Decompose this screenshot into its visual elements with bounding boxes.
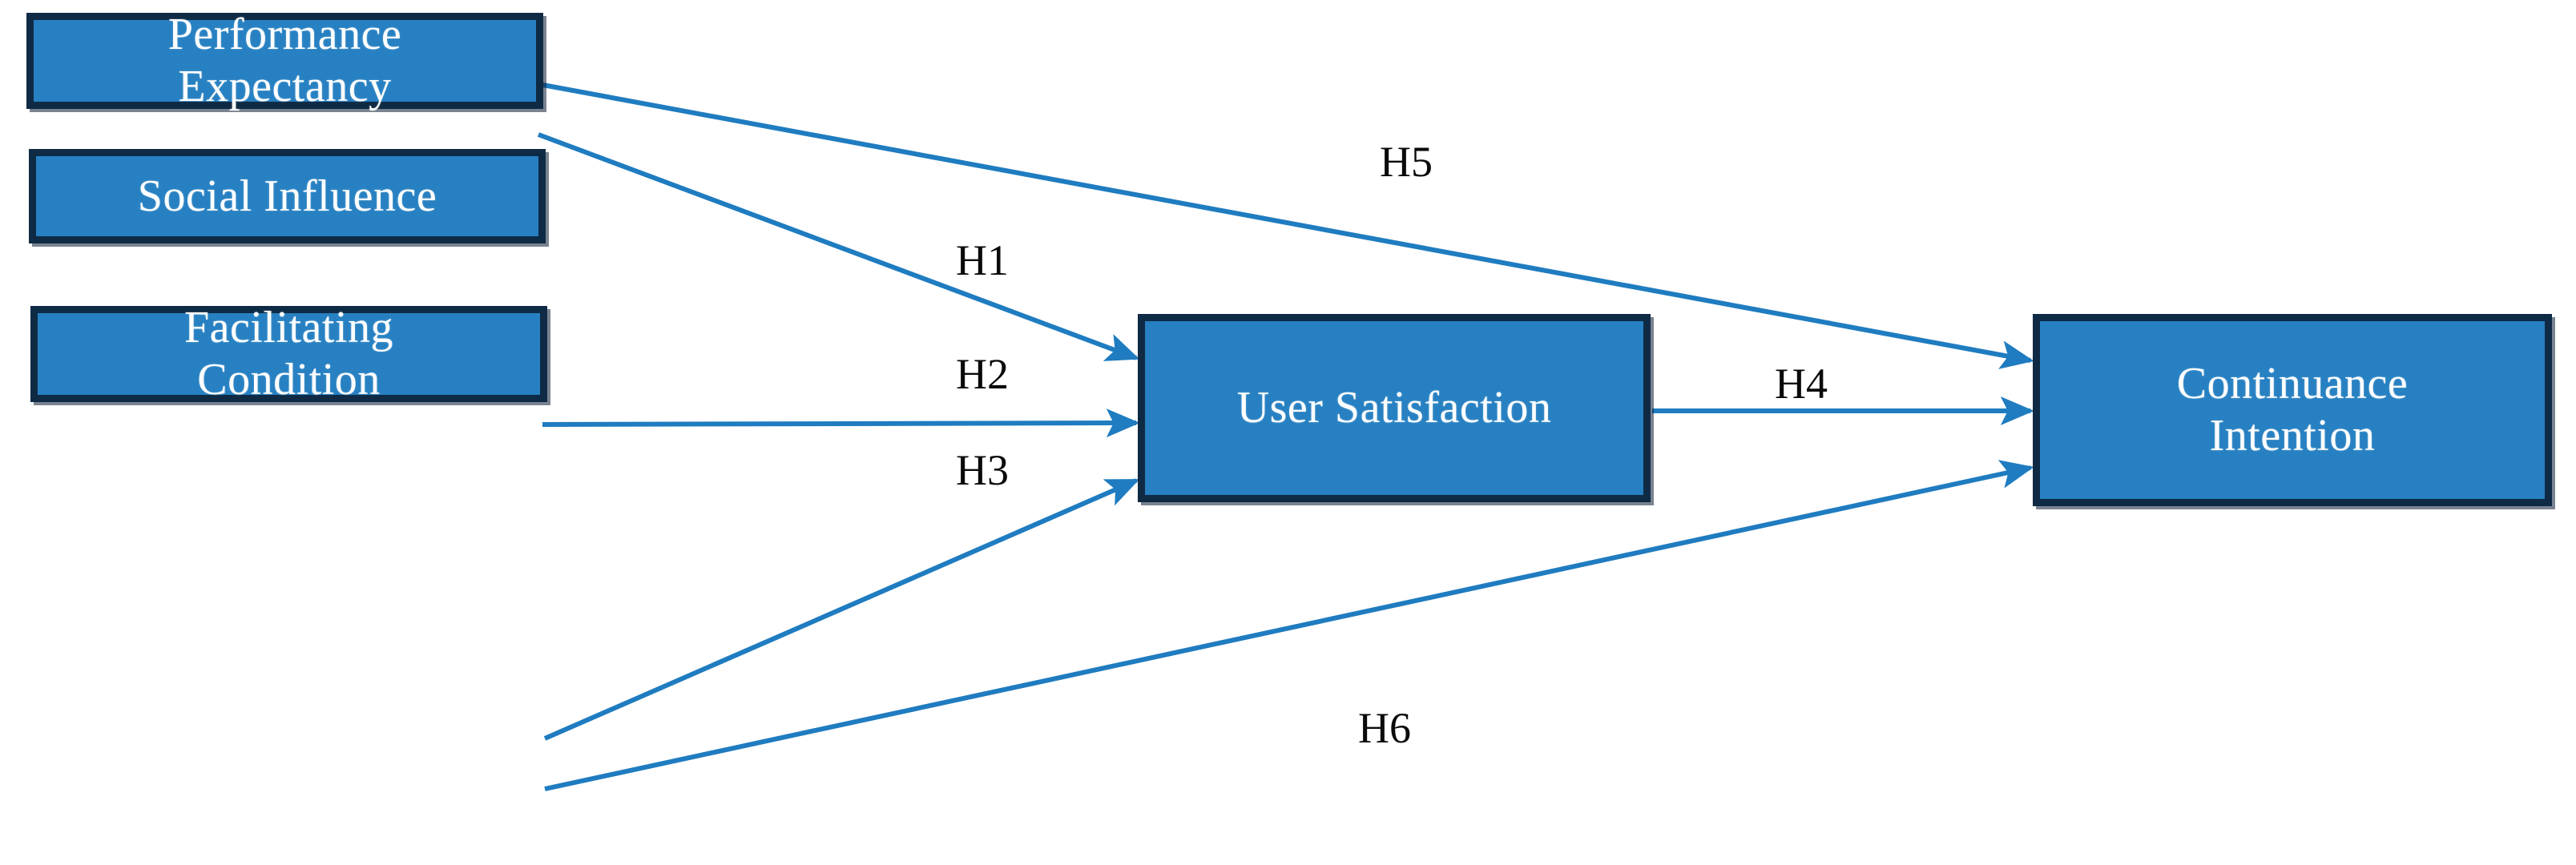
edge-label-h4: H4: [1775, 360, 1828, 408]
edge-h1: [537, 132, 1140, 361]
node-continuance-intention[interactable]: Continuance Intention: [2033, 314, 2552, 506]
edge-label-h2: H2: [956, 350, 1009, 398]
node-label-performance-expectancy: Performance Expectancy: [167, 10, 402, 111]
node-social-influence[interactable]: Social Influence: [29, 149, 546, 243]
node-label-user-satisfaction: User Satisfaction: [1236, 383, 1552, 433]
node-user-satisfaction[interactable]: User Satisfaction: [1138, 314, 1651, 502]
edge-lines: [537, 82, 2034, 791]
edge-h6: [544, 460, 2034, 791]
edge-h3: [543, 478, 1140, 741]
edge-label-h3: H3: [956, 446, 1009, 494]
node-label-social-influence: Social Influence: [137, 171, 437, 221]
node-label-continuance-intention: Continuance Intention: [2176, 359, 2409, 461]
edge-label-h6: H6: [1358, 704, 1411, 752]
node-performance-expectancy[interactable]: Performance Expectancy: [26, 10, 543, 111]
edge-label-h5: H5: [1380, 138, 1433, 186]
node-label-facilitating-condition: Facilitating Condition: [183, 303, 394, 404]
edge-label-h1: H1: [956, 236, 1009, 284]
node-facilitating-condition[interactable]: Facilitating Condition: [30, 303, 547, 404]
edge-h2: [542, 408, 1140, 438]
edge-h5: [538, 82, 2034, 369]
